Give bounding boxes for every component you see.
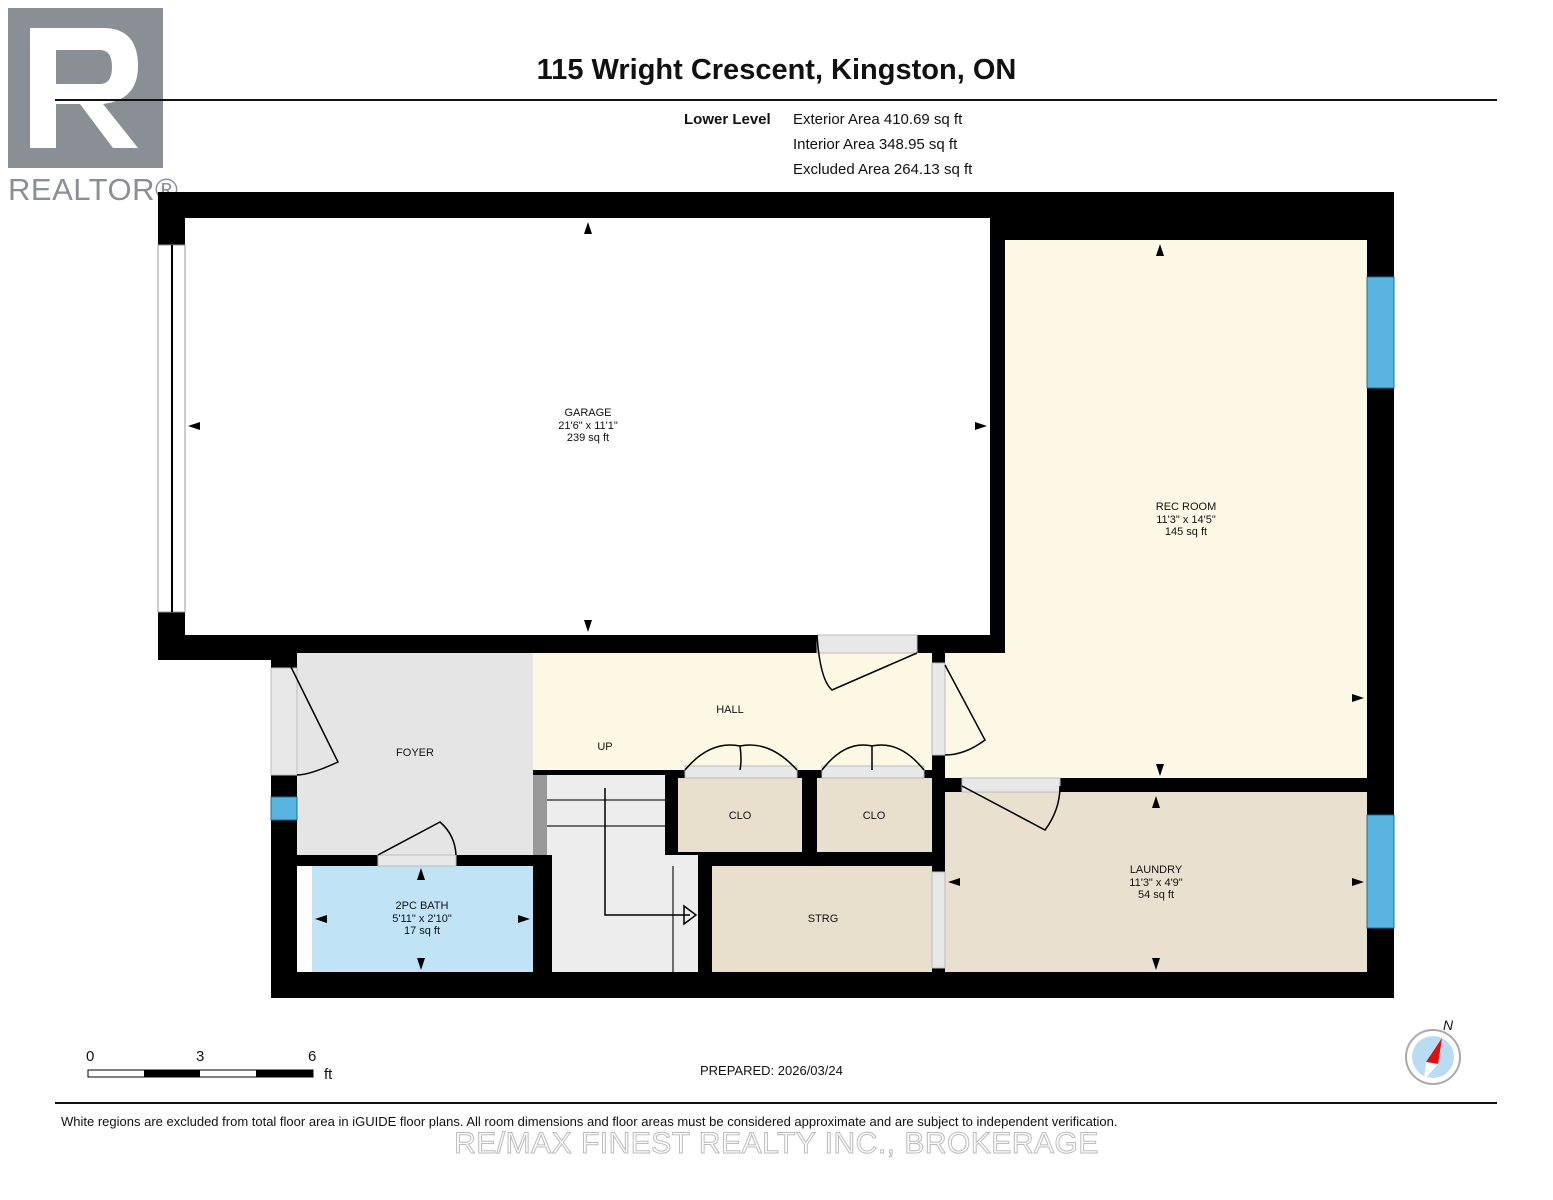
rec-room xyxy=(945,240,1367,778)
bath-room xyxy=(312,866,533,972)
closet-1-label: CLO xyxy=(728,810,752,822)
disclaimer: White regions are excluded from total fl… xyxy=(61,1114,1118,1129)
foyer-label: FOYER xyxy=(396,747,434,759)
window-rec xyxy=(1366,276,1395,389)
stair-arrow xyxy=(604,788,690,916)
realtor-logo xyxy=(8,8,163,168)
scale-unit: ft xyxy=(324,1066,333,1083)
compass-icon xyxy=(1405,1029,1461,1085)
interior-area: Interior Area 348.95 sq ft xyxy=(793,136,958,153)
scale-tick-3: 3 xyxy=(196,1048,205,1065)
garage-room xyxy=(185,218,990,635)
level-label: Lower Level xyxy=(684,111,771,128)
foyer-room xyxy=(297,653,533,855)
exterior-area: Exterior Area 410.69 sq ft xyxy=(793,111,963,128)
stairs-up-label: UP xyxy=(597,741,613,753)
stairs-lower xyxy=(552,855,698,972)
scale-tick-6: 6 xyxy=(308,1048,317,1065)
closet-1 xyxy=(678,778,802,852)
storage-room xyxy=(712,866,932,972)
brokerage-watermark: RE/MAX FINEST REALTY INC., BROKERAGE xyxy=(454,1127,1099,1161)
window-laundry xyxy=(1366,814,1395,929)
prepared-date: PREPARED: 2026/03/24 xyxy=(700,1063,843,1078)
closet-2-label: CLO xyxy=(862,810,886,822)
header-divider xyxy=(55,99,1497,101)
page-title: 115 Wright Crescent, Kingston, ON xyxy=(536,54,1017,86)
hall-label: HALL xyxy=(716,704,744,716)
scale-bar xyxy=(87,1069,314,1078)
laundry-room xyxy=(945,792,1367,972)
window-foyer xyxy=(270,796,298,821)
compass-north-label: N xyxy=(1443,1017,1454,1033)
storage-label: STRG xyxy=(807,913,839,925)
stairs-upper xyxy=(533,775,665,855)
hall-room xyxy=(533,653,932,770)
scale-tick-0: 0 xyxy=(86,1048,95,1065)
excluded-area: Excluded Area 264.13 sq ft xyxy=(793,161,973,178)
closet-2 xyxy=(817,778,932,852)
realtor-logo-text: REALTOR® xyxy=(8,172,179,207)
